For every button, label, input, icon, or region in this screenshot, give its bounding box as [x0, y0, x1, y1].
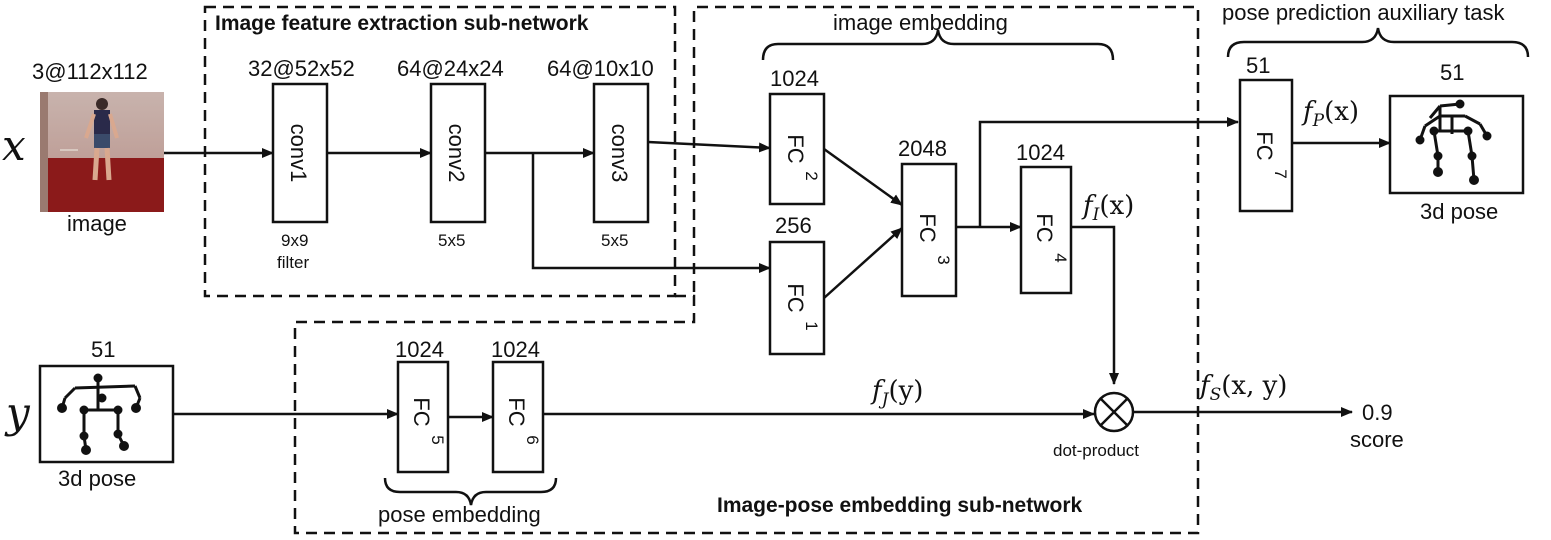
- y-symbol: y: [4, 388, 31, 437]
- conv2-label: conv2: [444, 124, 469, 183]
- feature-net-title: Image feature extraction sub-network: [215, 12, 589, 35]
- image-caption: image: [67, 211, 127, 236]
- fc4-label: FC: [1032, 213, 1057, 242]
- pose-embedding-brace: [383, 477, 558, 506]
- fi-label: fI(x): [1081, 191, 1134, 225]
- pose-caption: 3d pose: [58, 466, 136, 491]
- score-label: score: [1350, 427, 1404, 452]
- conv1-filter: 9x9: [281, 231, 308, 250]
- conv1-filter-word: filter: [277, 253, 309, 272]
- conv3-label: conv3: [607, 124, 632, 183]
- fc1-sub: 1: [802, 321, 821, 330]
- fs-label: fS(x, y): [1198, 371, 1287, 405]
- fc5-label: FC: [409, 397, 434, 426]
- aux-skeleton-icon: [1415, 99, 1492, 185]
- image-dims: 3@112x112: [32, 59, 148, 84]
- fc4-sub: 4: [1051, 253, 1070, 262]
- aux-pose-dims: 51: [1440, 60, 1464, 85]
- fc7-label: FC: [1252, 131, 1277, 160]
- conv3-filter: 5x5: [601, 231, 628, 250]
- fc7-sub: 7: [1271, 169, 1290, 178]
- fc7-dims: 51: [1246, 53, 1270, 78]
- aux-task-title: pose prediction auxiliary task: [1222, 0, 1505, 25]
- conv3-layer: conv3: [592, 82, 650, 224]
- fc2-dims: 1024: [770, 66, 819, 91]
- embedding-group: [293, 5, 1200, 535]
- fp-label: fP(x): [1301, 97, 1359, 131]
- fc2-label: FC: [783, 134, 808, 163]
- fc4-dims: 1024: [1016, 140, 1065, 165]
- arrow-fc2-fc3: [823, 147, 903, 207]
- fc5-layer: FC 5: [396, 360, 450, 474]
- x-symbol: x: [2, 121, 26, 170]
- fj-label: fJ(y): [870, 376, 923, 410]
- conv1-dims: 32@52x52: [248, 56, 355, 81]
- fc2-sub: 2: [802, 171, 821, 180]
- embedding-net-title: Image-pose embedding sub-network: [717, 494, 1083, 517]
- fc6-label: FC: [504, 397, 529, 426]
- input-skeleton-icon: [57, 373, 142, 455]
- pose-dims: 51: [91, 337, 115, 362]
- aux-pose-caption: 3d pose: [1420, 199, 1498, 224]
- dot-product-label: dot-product: [1053, 441, 1139, 460]
- conv2-filter: 5x5: [438, 231, 465, 250]
- conv1-label: conv1: [286, 124, 311, 183]
- image-embedding-brace: [761, 29, 1115, 61]
- conv2-layer: conv2: [429, 82, 487, 224]
- arrow-conv3-fc2: [647, 140, 771, 153]
- arrow-fc3-fc7: [978, 117, 1239, 227]
- conv1-layer: conv1: [271, 82, 329, 224]
- fc6-dims: 1024: [491, 337, 540, 362]
- arrow-conv2-fc1: [531, 153, 771, 273]
- fc3-dims: 2048: [898, 136, 947, 161]
- fc1-dims: 256: [775, 213, 812, 238]
- dot-product-icon: [1093, 391, 1135, 433]
- score-value: 0.9: [1362, 400, 1393, 425]
- fc2-layer: FC 2: [768, 92, 826, 206]
- feature-extraction-group: [203, 5, 677, 298]
- input-pose-box: [38, 364, 175, 464]
- fc5-dims: 1024: [395, 337, 444, 362]
- fc4-layer: FC 4: [1019, 165, 1073, 295]
- fc1-layer: FC 1: [768, 240, 826, 356]
- arrow-fc1-fc3: [823, 227, 903, 299]
- conv3-dims: 64@10x10: [547, 56, 654, 81]
- fc1-label: FC: [783, 283, 808, 312]
- fc5-sub: 5: [428, 435, 447, 444]
- fc6-sub: 6: [523, 435, 542, 444]
- aux-task-brace: [1226, 27, 1530, 58]
- fc3-layer: FC 3: [900, 162, 958, 298]
- conv2-dims: 64@24x24: [397, 56, 504, 81]
- fc7-layer: FC 7: [1238, 78, 1294, 213]
- fc6-layer: FC 6: [491, 360, 545, 474]
- aux-pose-box: [1388, 94, 1525, 195]
- fc3-sub: 3: [934, 255, 953, 264]
- input-image: [40, 92, 164, 212]
- pose-embedding-label: pose embedding: [378, 502, 541, 527]
- arrow-fc4-dot: [1071, 225, 1119, 385]
- fc3-label: FC: [915, 213, 940, 242]
- image-embedding-label: image embedding: [833, 10, 1008, 35]
